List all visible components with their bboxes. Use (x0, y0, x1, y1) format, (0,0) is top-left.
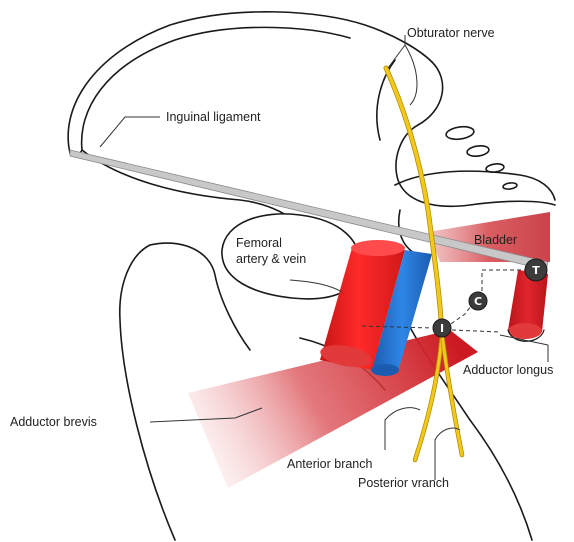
posterior-branch-label: Posterior vranch (358, 476, 449, 490)
sacral-foramina (445, 125, 517, 190)
adductor-brevis-label: Adductor brevis (10, 415, 97, 429)
marker-c: C (469, 292, 487, 310)
svg-text:C: C (474, 295, 482, 308)
marker-i: I (433, 319, 451, 337)
adductor-longus-muscle (508, 270, 548, 341)
bladder-label: Bladder (474, 233, 517, 247)
femoral-label-line2: artery & vein (236, 252, 306, 266)
anterior-branch-label: Anterior branch (287, 457, 373, 471)
svg-text:I: I (440, 322, 444, 335)
svg-text:T: T (532, 264, 540, 277)
inguinal-ligament-label: Inguinal ligament (166, 110, 261, 124)
marker-t: T (525, 259, 547, 281)
adductor-longus-label: Adductor longus (463, 363, 553, 377)
obturator-nerve-label: Obturator nerve (407, 26, 495, 40)
femoral-label-line1: Femoral (236, 236, 282, 250)
